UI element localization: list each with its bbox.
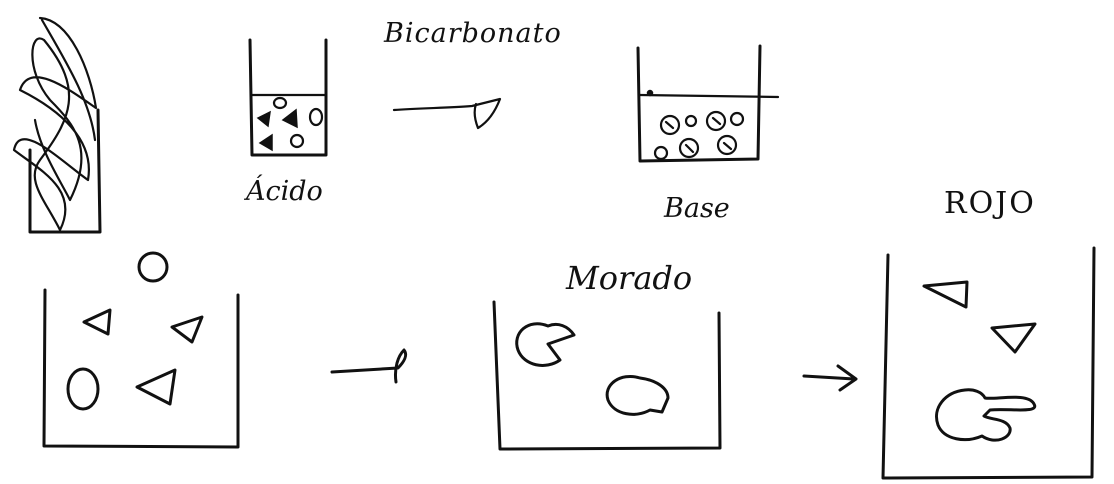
label-morado: Morado <box>566 259 692 297</box>
red-beaker <box>883 248 1094 478</box>
arrow-1 <box>332 350 406 382</box>
label-acido: Ácido <box>246 176 323 207</box>
label-base: Base <box>664 193 730 224</box>
purple-beaker <box>494 302 720 449</box>
label-rojo: ROJO <box>944 186 1036 221</box>
scribbled-paper-strip <box>14 18 100 232</box>
mixture-beaker <box>44 253 238 447</box>
base-beaker <box>638 46 778 161</box>
arrow-2 <box>804 366 856 390</box>
acid-beaker <box>250 40 326 155</box>
arrow-top <box>394 99 500 128</box>
label-bicarbonato: Bicarbonato <box>384 18 562 49</box>
